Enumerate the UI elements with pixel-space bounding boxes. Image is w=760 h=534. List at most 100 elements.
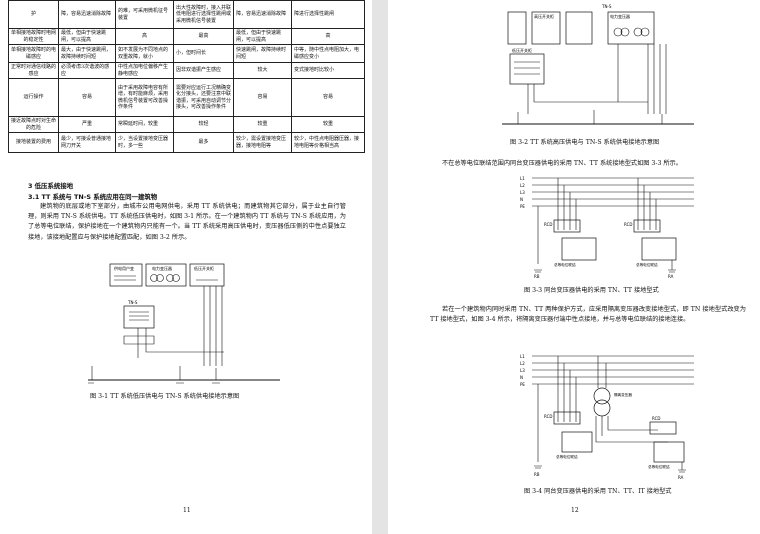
fig4-label-pe: PE [520, 382, 525, 387]
table-row: 正常时对通信线路的感应必须考虑3次谐波的感应中性点加电位偏移产生静电感应因非双谐… [8, 62, 365, 79]
fig4-label-eq-2: 总等电位联结 [648, 464, 670, 469]
figure-3-1-caption: 图 3-1 TT 系统低压供电与 TN-S 系统供电接地示意图 [90, 393, 240, 400]
fig4-label-l1: L1 [520, 354, 525, 359]
fig2-label-b: 高压开关柜 [534, 13, 554, 19]
fig1-label-c: 低压开关柜 [194, 265, 214, 271]
figure-3-2-caption: 图 3-2 TT 系统高压供电与 TN-S 系统供电接地示意图 [510, 139, 660, 146]
page-gutter [372, 0, 388, 534]
table-cell: 最少，可接设普通接地网刀开关 [58, 132, 116, 153]
table-cell: 因非双谐振产生感应 [173, 62, 234, 79]
fig3-label-pe: PE [520, 204, 525, 209]
right-page: TN-S 高压开关柜 电力变压器 低压开关柜 图 3-2 TT 系统高压供电与 … [388, 0, 760, 534]
body-paragraph-2: 若在一个建筑物内同时采用 TN、TT 两种保护方式，应采用隔离变压器改变接地型式… [430, 306, 746, 324]
fig3-label-ra: RA [668, 274, 674, 279]
table-cell: 需要对应运行工况精确变化分接头，还要注意中联谐振，可采用自动调节分接头，可改善操… [173, 78, 234, 117]
left-page: 护障，容易迅速消除故障的难，可采用微机征号装置出大性故障时，接入并联低电阻进行选… [0, 0, 372, 534]
table-cell: 容易 [291, 78, 365, 117]
comparison-table: 护障，容易迅速消除故障的难，可采用微机征号装置出大性故障时，接入并联低电阻进行选… [8, 0, 365, 153]
section-title: 3 低压系统接地 [28, 182, 74, 190]
table-cell: 中等，随中性点电阻加大，电磁感应变小 [291, 44, 365, 63]
table-row-header: 单相接地故障时电网的稳定性 [8, 28, 59, 45]
fig3-label-rcd-2: RCD [624, 222, 632, 227]
table-row: 单相接地故障时电网的稳定性最低，但由于快速跳闸，可以提高高最高最低，但由于快速跳… [8, 28, 365, 45]
fig4-label-rcd-1: RCD [544, 414, 552, 419]
figure-3-4-caption: 图 3-4 同台变压器供电的采用 TN、TT、IT 接地型式 [524, 488, 672, 495]
fig3-label-n: N [520, 197, 523, 202]
fig4-label-n: N [520, 375, 523, 380]
table-cell: 由于采用故障电容有所增，有时能麻烦，采用微机信号装置可改善操作条件 [115, 78, 174, 117]
table-cell: 较重 [291, 116, 365, 133]
fig4-label-l3: L3 [520, 368, 525, 373]
fig4-label-eq-1: 总等电位联结 [556, 454, 578, 459]
table-row: 运行操作容易由于采用故障电容有所增，有时能麻烦，采用微机信号装置可改善操作条件需… [8, 78, 365, 117]
table-cell: 如不发展为不同地点的双重故障，就小 [115, 44, 174, 63]
body-paragraph-1: 不在总等电位联结范围内同台变压器供电的采用 TN、TT 系统接地型式如图 3-3… [442, 160, 682, 167]
fig3-label-rb: RB [534, 274, 540, 279]
table-cell: 较大 [233, 62, 292, 79]
fig2-label-d: 低压开关柜 [512, 47, 532, 53]
table-cell: 最多 [173, 132, 234, 153]
table-cell: 较少，中性点电阻器压器，接地电阻等价格相当高 [291, 132, 365, 153]
table-cell: 常瞬延时间，较重 [115, 116, 174, 133]
fig4-label-ra: RA [678, 475, 684, 480]
fig3-label-l2: L2 [520, 183, 525, 188]
body-paragraph: 建筑物的底层或地下室部分，由城市公用电网供电，采用 TT 系统供电；而建筑物其它… [28, 203, 346, 241]
subsection-title: 3.1 TT 系统与 TN-S 系统应用在同一建筑物 [28, 193, 158, 201]
fig2-label-a: TN-S [601, 4, 612, 9]
table-cell: 最低，但由于快速跳闸，可以提高 [58, 28, 116, 45]
page-number-left: 11 [183, 507, 191, 514]
fig4-label-rb: RB [534, 472, 540, 477]
table-cell: 快速跳闸，故障持续时间短 [233, 44, 292, 63]
table-cell: 较少，需设置接地变压器，接地电阻等 [233, 132, 292, 153]
fig4-label-isolation-transformer: 隔离变压器 [614, 392, 632, 397]
comparison-table-body: 护障，容易迅速消除故障的难，可采用微机征号装置出大性故障时，接入并联低电阻进行选… [8, 0, 365, 153]
table-cell: 障进行选择性跳闸 [291, 0, 365, 29]
table-row: 接地装置的费用最少，可接设普通接地网刀开关少，当设置接地变压器时，多一些最多较少… [8, 132, 365, 153]
table-cell: 高 [291, 28, 365, 45]
table-row-header: 接近故障点时对生命的危险 [8, 116, 59, 133]
figure-3-1: 供电用户变 电力变压器 低压开关柜 TN-S [88, 263, 280, 384]
fig3-label-l1: L1 [520, 176, 525, 181]
table-cell: 障，容易迅速消除故障 [233, 0, 292, 29]
fig1-label-a: 供电用户变 [114, 265, 134, 271]
fig3-label-eq-1: 总等电位联结 [554, 262, 576, 267]
table-cell: 出大性故障时，接入并联低电阻进行选择性跳闸或采用微机信号装置 [173, 0, 234, 29]
table-cell: 小，但时间长 [173, 44, 234, 63]
table-row-header: 运行操作 [8, 78, 59, 117]
table-row: 单相接地故障时的电磁感应最大，由于快速跳闸，故障持续时间短如不发展为不同地点的双… [8, 44, 365, 63]
table-cell: 严重 [58, 116, 116, 133]
table-cell: 的难，可采用微机征号装置 [115, 0, 174, 29]
table-cell: 最低，但由于快速跳闸，可以提高 [233, 28, 292, 45]
table-cell: 较轻 [173, 116, 234, 133]
fig1-label-b: 电力变压器 [152, 265, 172, 271]
figure-3-2: TN-S 高压开关柜 电力变压器 低压开关柜 [502, 4, 694, 125]
table-cell: 较重 [233, 116, 292, 133]
fig3-label-l3: L3 [520, 190, 525, 195]
fig4-label-rcd-2: RCD [652, 416, 660, 421]
table-cell: 少，当设置接地变压器时，多一些 [115, 132, 174, 153]
fig4-label-l2: L2 [520, 361, 525, 366]
table-row-header: 护 [8, 0, 59, 29]
figure-3-4: L1 L2 L3 N PE 隔离变压器 RCD RCD 总等电位联结 总等电位联… [520, 354, 694, 480]
table-row-header: 单相接地故障时的电磁感应 [8, 44, 59, 63]
table-cell: 高 [115, 28, 174, 45]
table-cell: 必须考虑3次谐波的感应 [58, 62, 116, 79]
table-row: 护障，容易迅速消除故障的难，可采用微机征号装置出大性故障时，接入并联低电阻进行选… [8, 0, 365, 29]
table-cell: 容易 [58, 78, 116, 117]
table-row-header: 正常时对通信线路的感应 [8, 62, 59, 79]
fig1-label-d: TN-S [127, 300, 138, 305]
figure-3-3-caption: 图 3-3 同台变压器供电的采用 TN、TT 接地型式 [524, 287, 659, 294]
table-cell: 变式接地时比较小 [291, 62, 365, 79]
table-cell: 容易 [233, 78, 292, 117]
fig3-label-rcd-1: RCD [544, 222, 552, 227]
table-cell: 最大，由于快速跳闸，故障持续时间短 [58, 44, 116, 63]
table-cell: 障，容易迅速消除故障 [58, 0, 116, 29]
table-row: 接近故障点时对生命的危险严重常瞬延时间，较重较轻较重较重 [8, 116, 365, 133]
table-row-header: 接地装置的费用 [8, 132, 59, 153]
table-cell: 最高 [173, 28, 234, 45]
table-cell: 中性点加电位偏移产生静电感应 [115, 62, 174, 79]
fig3-label-eq-2: 总等电位联结 [636, 262, 658, 267]
figure-3-3: L1 L2 L3 N PE RCD RCD 总等电位联结 总等电位联结 RB R… [520, 176, 694, 279]
fig2-label-c: 电力变压器 [610, 13, 630, 19]
page-number-right: 12 [571, 507, 579, 514]
